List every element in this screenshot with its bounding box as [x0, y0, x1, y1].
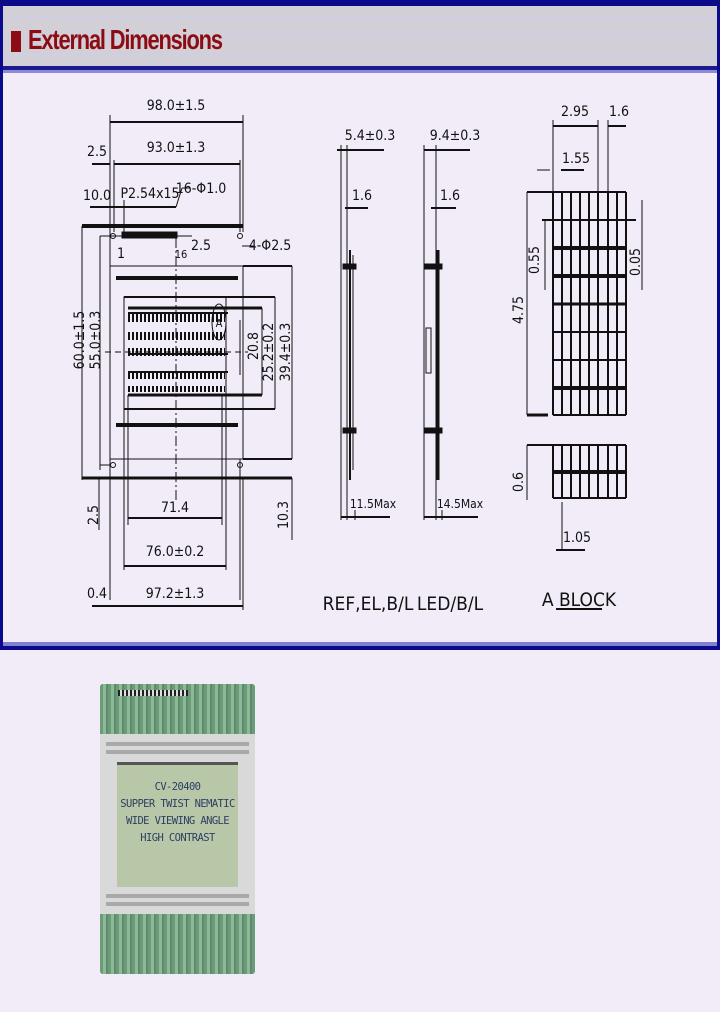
side1-caption: REF,EL,B/L: [323, 593, 414, 615]
side1-max: 11.5Max: [350, 497, 397, 511]
block-underline-height: 0.6: [511, 472, 527, 492]
pin-header: [118, 690, 188, 696]
lcd-line: WIDE VIEWING ANGLE: [126, 815, 230, 827]
dim-pin-offset: 10.0: [83, 188, 111, 204]
dim-bottom-offset: 2.5: [86, 505, 102, 525]
dim-pin-pad: 2.5: [191, 238, 211, 254]
side2-caption: LED/B/L: [417, 593, 484, 615]
dim-right-offset: 10.3: [276, 501, 292, 529]
lcd-module-photo: CV-20400 SUPPER TWIST NEMATIC WIDE VIEWI…: [100, 684, 255, 974]
dim-pin-pitch: P2.54x15: [120, 186, 179, 202]
block-dot-height: 0.55: [527, 246, 543, 274]
dim-view-area-height: 25.2±0.2: [261, 323, 277, 382]
dim-char-area-height: 20.8: [246, 332, 262, 360]
side1-thickness: 5.4±0.3: [345, 128, 396, 144]
dim-pin-holes: 16-Φ1.0: [176, 181, 227, 197]
section-title: External Dimensions: [28, 24, 223, 55]
dim-view-area-width: 76.0±0.2: [146, 544, 205, 560]
side1-pcb: 1.6: [352, 188, 372, 204]
pcb-top: [100, 684, 255, 734]
dim-left-bottom-offset: 0.4: [87, 586, 107, 602]
section-header: External Dimensions: [3, 6, 717, 70]
dim-char-area-width: 71.4: [161, 500, 189, 516]
block-char-height: 4.75: [511, 296, 527, 324]
lcd-screen: CV-20400 SUPPER TWIST NEMATIC WIDE VIEWI…: [117, 762, 238, 887]
side2-max: 14.5Max: [437, 497, 484, 511]
side2-pcb: 1.6: [440, 188, 460, 204]
technical-drawing: 98.0±1.5 93.0±1.3 2.5 10.0 P2.54x15 16-Φ…: [72, 98, 644, 615]
dim-bezel-width: 97.2±1.3: [146, 586, 205, 602]
pin1-label: 1: [117, 246, 125, 262]
dim-left-offset: 2.5: [87, 144, 107, 160]
block-caption: A BLOCK: [542, 589, 617, 611]
block-pitch: 1.6: [609, 104, 629, 120]
detail-marker-a: A: [216, 317, 223, 330]
dim-bezel-height: 39.4±0.3: [278, 323, 294, 382]
pin16-label: 16: [175, 248, 188, 261]
block-underline-gap: 1.05: [563, 530, 591, 546]
dim-mount-holes: 4-Φ2.5: [249, 238, 292, 254]
dim-overall-width: 98.0±1.5: [147, 98, 206, 114]
pcb-bottom: [100, 914, 255, 974]
lcd-line: CV-20400: [154, 781, 201, 793]
side2-thickness: 9.4±0.3: [430, 128, 481, 144]
block-row-pitch: 0.05: [628, 248, 644, 276]
header-marker-icon: [11, 31, 21, 52]
lcd-line: HIGH CONTRAST: [140, 832, 215, 844]
lcd-line: SUPPER TWIST NEMATIC: [120, 798, 235, 810]
block-char-width: 2.95: [561, 104, 589, 120]
metal-bezel: CV-20400 SUPPER TWIST NEMATIC WIDE VIEWI…: [100, 734, 255, 914]
dim-overall-height: 60.0±1.5: [72, 311, 88, 370]
dim-pcb-height: 55.0±0.3: [88, 311, 104, 370]
dim-pcb-width: 93.0±1.3: [147, 140, 206, 156]
block-dot-width: 1.55: [562, 151, 590, 167]
